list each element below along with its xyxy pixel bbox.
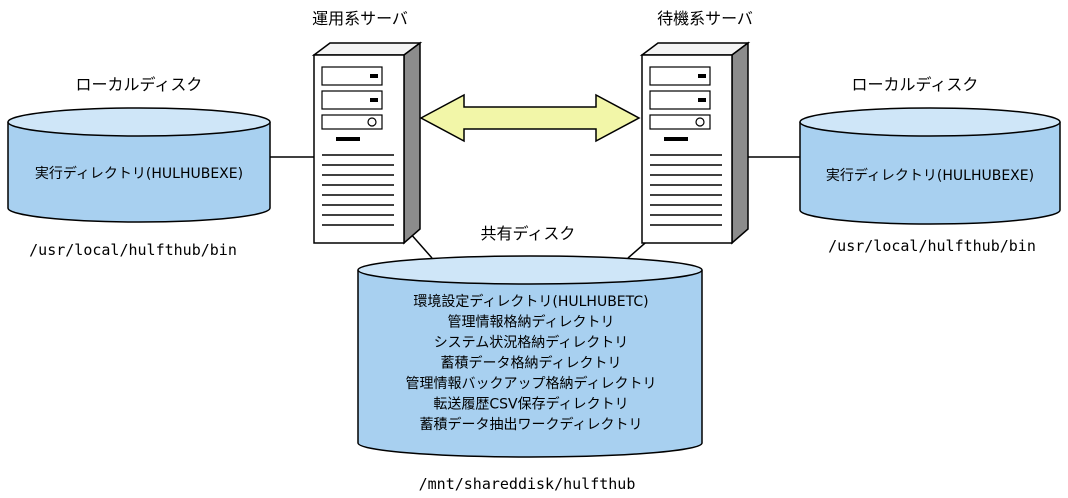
shared-disk (357, 255, 703, 458)
shared-disk-path: /mnt/shareddisk/hulfthub (419, 475, 636, 493)
shared-disk-title: 共有ディスク (481, 224, 576, 243)
shared-disk-directory-line: システム状況格納ディレクトリ (434, 334, 629, 351)
shared-disk-directory-line: 蓄積データ格納ディレクトリ (440, 355, 621, 372)
failover-double-arrow (419, 93, 641, 143)
shared-disk-directory-line: 環境設定ディレクトリ(HULHUBETC) (413, 293, 648, 310)
shared-disk-directory-list: 環境設定ディレクトリ(HULHUBETC) 管理情報格納ディレクトリシステム状況格… (405, 293, 656, 433)
local-disk-left-title: ローカルディスク (76, 75, 203, 94)
shared-disk-directory-line: 管理情報バックアップ格納ディレクトリ (405, 375, 656, 392)
local-disk-left-path: /usr/local/hulfthub/bin (29, 241, 237, 259)
shared-disk-directory-line: 管理情報格納ディレクトリ (447, 314, 614, 331)
shared-disk-directory-line: 転送履歴CSV保存ディレクトリ (433, 396, 628, 413)
local-disk-left (7, 107, 271, 223)
standby-server-title: 待機系サーバ (657, 9, 753, 28)
shared-disk-directory-line: 蓄積データ抽出ワークディレクトリ (419, 416, 642, 433)
local-disk-right-path: /usr/local/hulfthub/bin (828, 237, 1036, 255)
local-disk-right (799, 107, 1061, 225)
local-disk-right-content: 実行ディレクトリ(HULHUBEXE) (826, 167, 1034, 184)
active-server-title: 運用系サーバ (312, 9, 408, 28)
standby-server-icon (641, 42, 749, 244)
local-disk-right-title: ローカルディスク (852, 75, 979, 94)
local-disk-left-content: 実行ディレクトリ(HULHUBEXE) (35, 165, 243, 182)
active-server-icon (313, 42, 421, 244)
